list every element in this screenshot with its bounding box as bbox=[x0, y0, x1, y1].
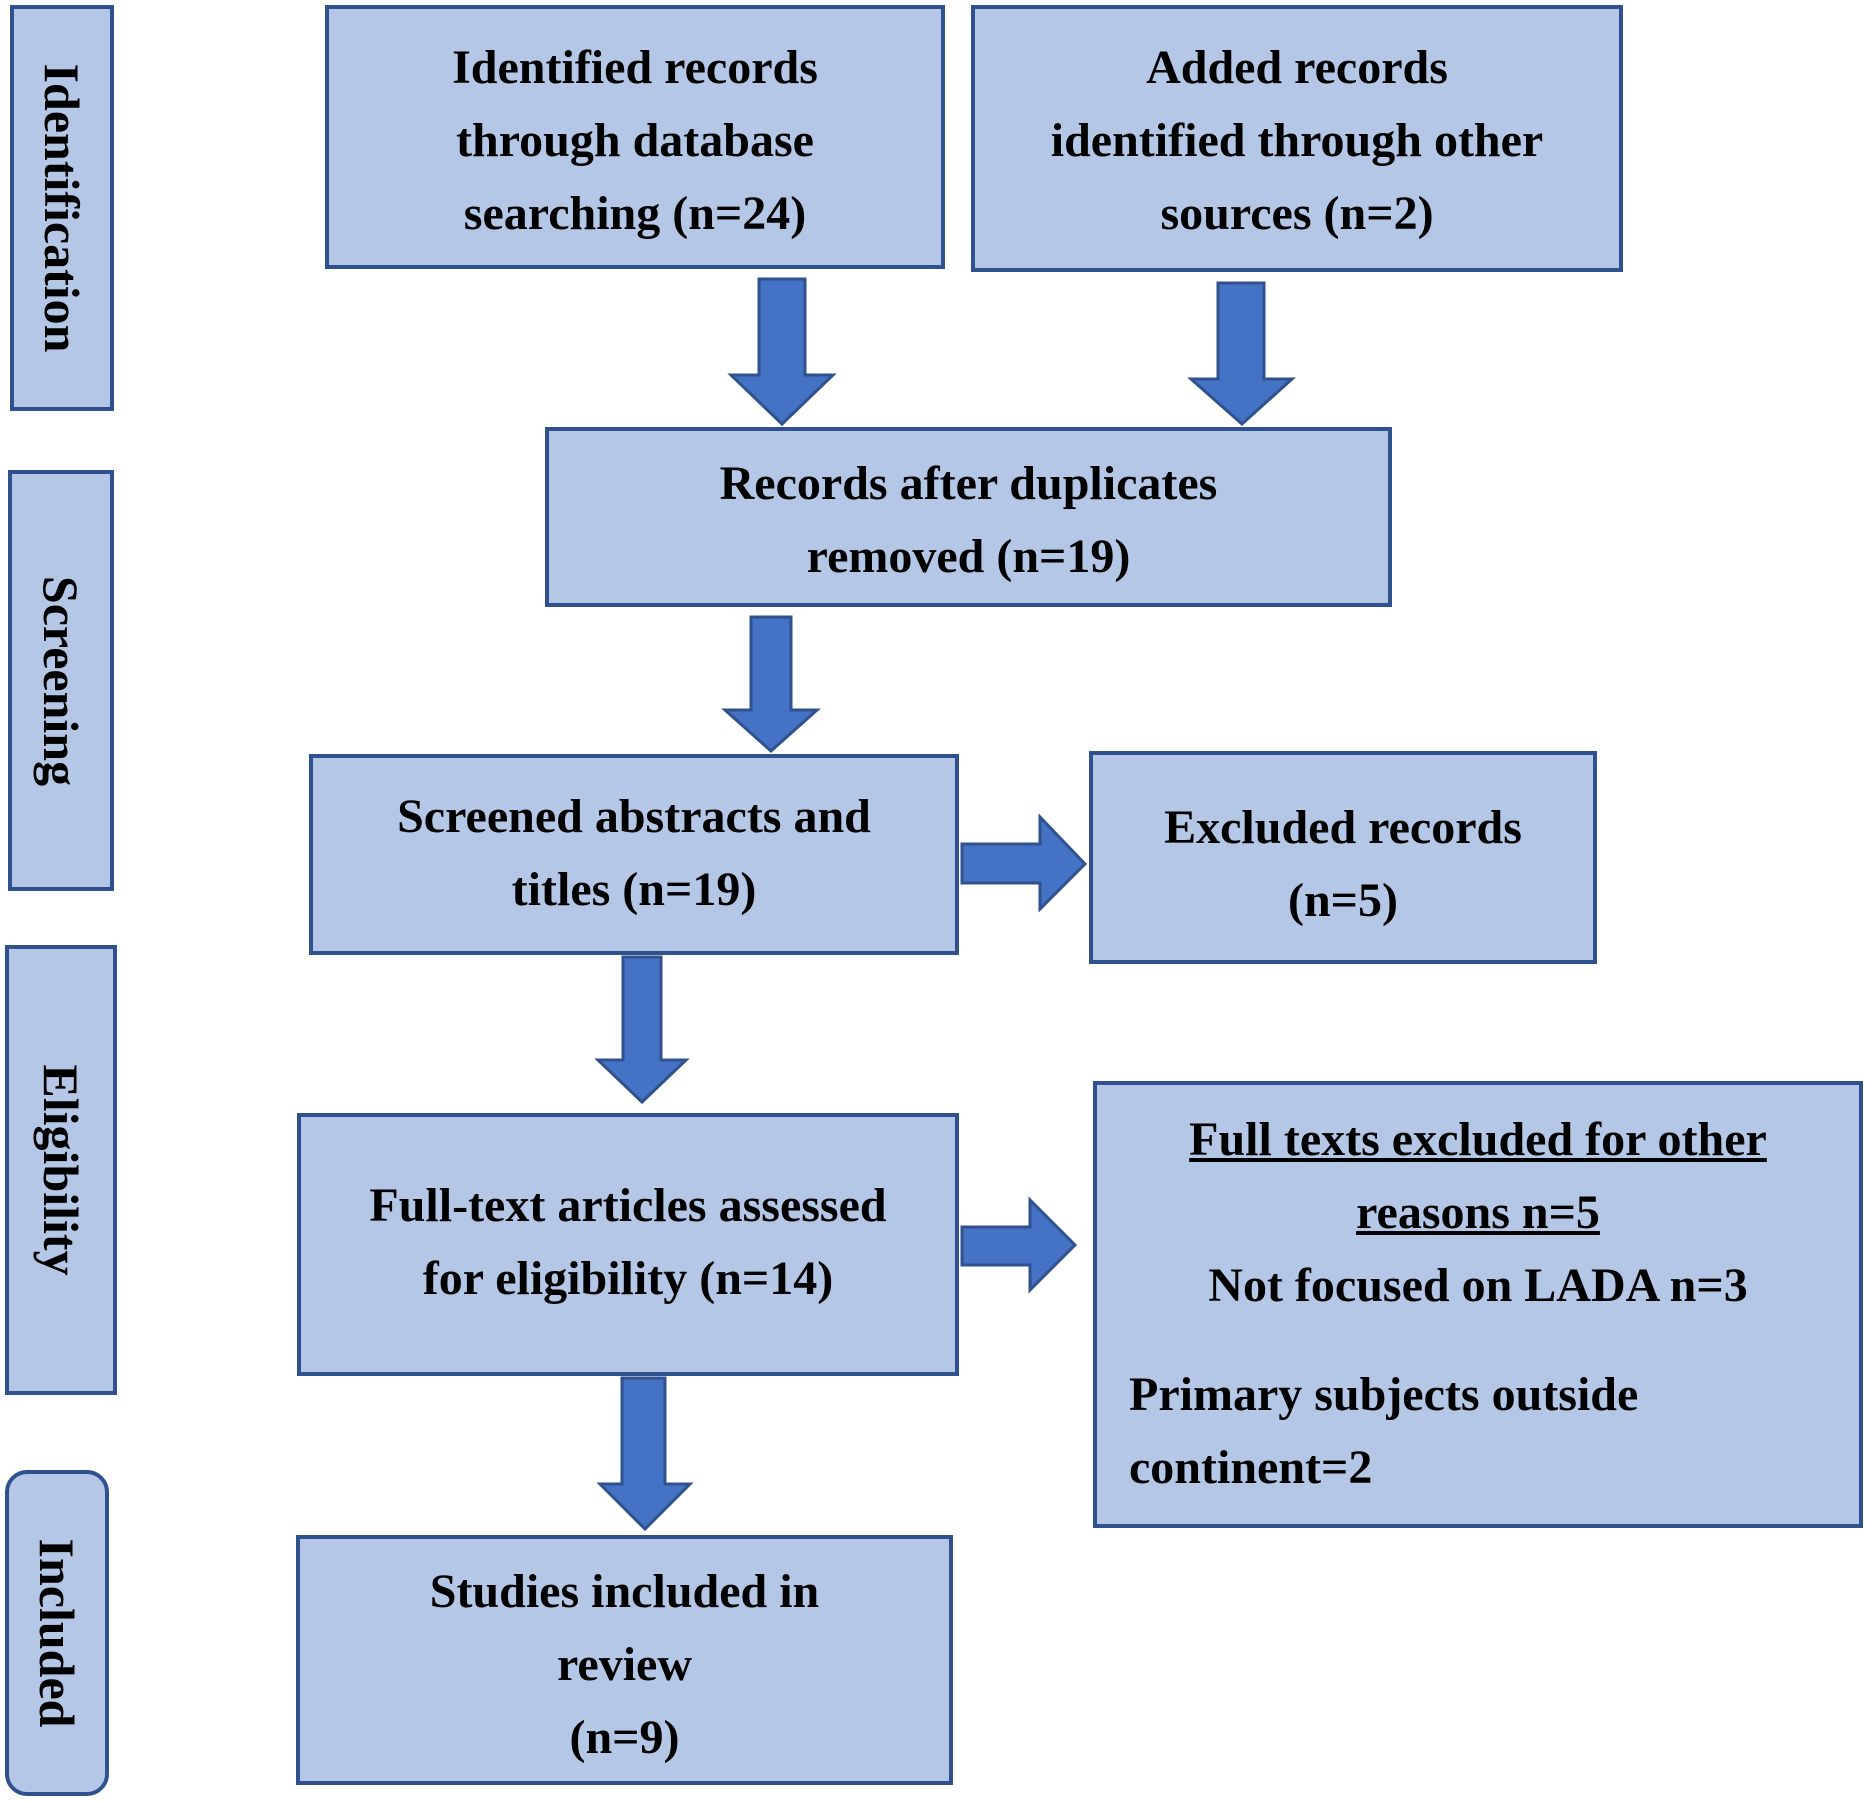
box-screened-line-2: titles (n=19) bbox=[511, 863, 757, 916]
stage-included: Included bbox=[5, 1470, 109, 1796]
arrow-screened-to-fulltext bbox=[594, 955, 690, 1105]
arrow-fulltext-to-included bbox=[596, 1376, 694, 1532]
box-full-text-line-1: Full-text articles assessed bbox=[369, 1179, 887, 1232]
full-text-excluded-reason-2-line-2: continent=2 bbox=[1129, 1441, 1373, 1494]
stage-identification: Identification bbox=[10, 5, 114, 411]
box-excluded-records: Excluded records (n=5) bbox=[1089, 751, 1597, 964]
box-other-sources: Added records identified through other s… bbox=[971, 5, 1623, 272]
box-included-line-1: Studies included in bbox=[429, 1565, 820, 1618]
box-screened: Screened abstracts and titles (n=19) bbox=[309, 754, 959, 955]
box-full-text-line-2: for eligibility (n=14) bbox=[422, 1252, 834, 1305]
box-excluded-line-1: Excluded records bbox=[1164, 801, 1522, 854]
box-after-duplicates: Records after duplicates removed (n=19) bbox=[545, 427, 1392, 607]
arrow-other-to-duplicates bbox=[1187, 281, 1296, 427]
box-other-sources-line-2: identified through other bbox=[1050, 114, 1544, 167]
box-database-line-3: searching (n=24) bbox=[463, 187, 807, 240]
box-database-records: Identified records through database sear… bbox=[325, 5, 945, 269]
box-screened-line-1: Screened abstracts and bbox=[397, 790, 871, 843]
box-database-line-2: through database bbox=[456, 114, 814, 167]
full-text-excluded-reason-2-line-1: Primary subjects outside bbox=[1129, 1368, 1639, 1421]
stage-eligibility: Eligibility bbox=[5, 945, 117, 1395]
arrow-screened-to-excluded bbox=[960, 813, 1088, 913]
arrow-fulltext-to-excluded bbox=[960, 1196, 1078, 1294]
box-after-duplicates-line-2: removed (n=19) bbox=[806, 530, 1131, 583]
box-database-line-1: Identified records bbox=[452, 41, 818, 94]
box-excluded-line-2: (n=5) bbox=[1287, 874, 1398, 927]
box-other-sources-line-3: sources (n=2) bbox=[1160, 187, 1434, 240]
arrow-duplicates-to-screened bbox=[721, 615, 821, 754]
arrow-database-to-duplicates bbox=[727, 277, 837, 427]
full-text-excluded-heading-1: Full texts excluded for other bbox=[1189, 1113, 1767, 1166]
box-included-line-3: (n=9) bbox=[569, 1711, 680, 1764]
box-studies-included: Studies included in review (n=9) bbox=[296, 1535, 953, 1785]
box-full-text-excluded: Full texts excluded for other reasons n=… bbox=[1093, 1081, 1863, 1528]
box-after-duplicates-line-1: Records after duplicates bbox=[719, 457, 1218, 510]
box-other-sources-line-1: Added records bbox=[1146, 41, 1448, 94]
full-text-excluded-heading-2: reasons n=5 bbox=[1356, 1186, 1600, 1239]
full-text-excluded-reason-1: Not focused on LADA n=3 bbox=[1208, 1259, 1748, 1312]
stage-screening: Screening bbox=[8, 470, 114, 891]
box-included-line-2: review bbox=[556, 1638, 693, 1691]
box-full-text-assessed: Full-text articles assessed for eligibil… bbox=[297, 1113, 959, 1376]
